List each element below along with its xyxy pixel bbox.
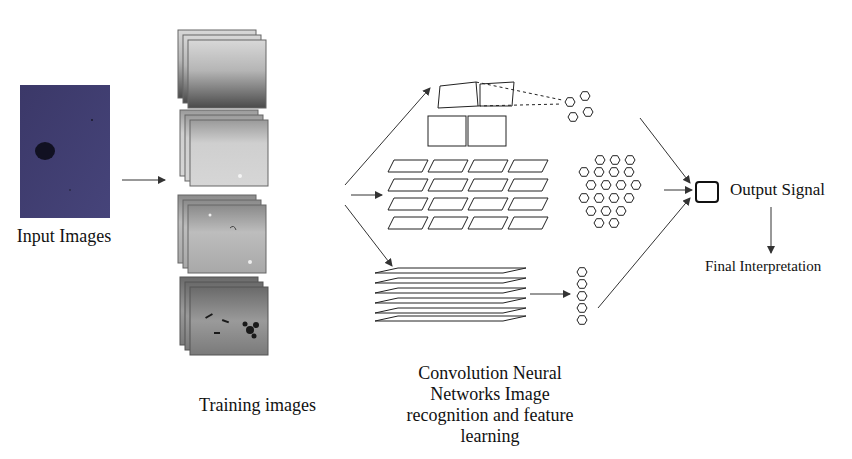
training-image-stack <box>180 110 268 186</box>
node-label: Final Interpretation <box>705 257 821 275</box>
training-image-stack <box>180 277 268 355</box>
node-label: Convolution Neural Networks Image recogn… <box>397 363 583 447</box>
training-images-node: Training images <box>168 25 347 425</box>
flow-arrow <box>345 88 690 308</box>
neuron-group-middle <box>579 156 641 228</box>
input-image-node: Input Images <box>10 82 118 254</box>
node-label: Training images <box>168 395 347 417</box>
conv-layer-bottom <box>375 268 526 321</box>
training-image-stack <box>178 195 266 273</box>
flow-arrow <box>530 294 570 295</box>
output-box <box>695 181 719 203</box>
flow-arrow <box>351 195 382 196</box>
conv-layer-middle <box>388 160 548 229</box>
final-interpretation-node: Final Interpretation <box>705 256 845 278</box>
node-label: Output Signal <box>730 180 825 200</box>
neuron-group-bottom <box>577 268 587 325</box>
training-image-stack <box>178 30 266 108</box>
flow-arrow <box>771 207 772 253</box>
node-label: Input Images <box>10 226 118 248</box>
flow-arrow <box>664 190 692 191</box>
input-image <box>20 85 110 218</box>
conv-layer-top <box>428 82 562 146</box>
output-signal-node: Output Signal <box>695 179 845 203</box>
neuron-group-top <box>565 92 593 122</box>
flow-arrow <box>122 180 165 181</box>
cnn-node: Convolution Neural Networks Image recogn… <box>385 72 660 454</box>
